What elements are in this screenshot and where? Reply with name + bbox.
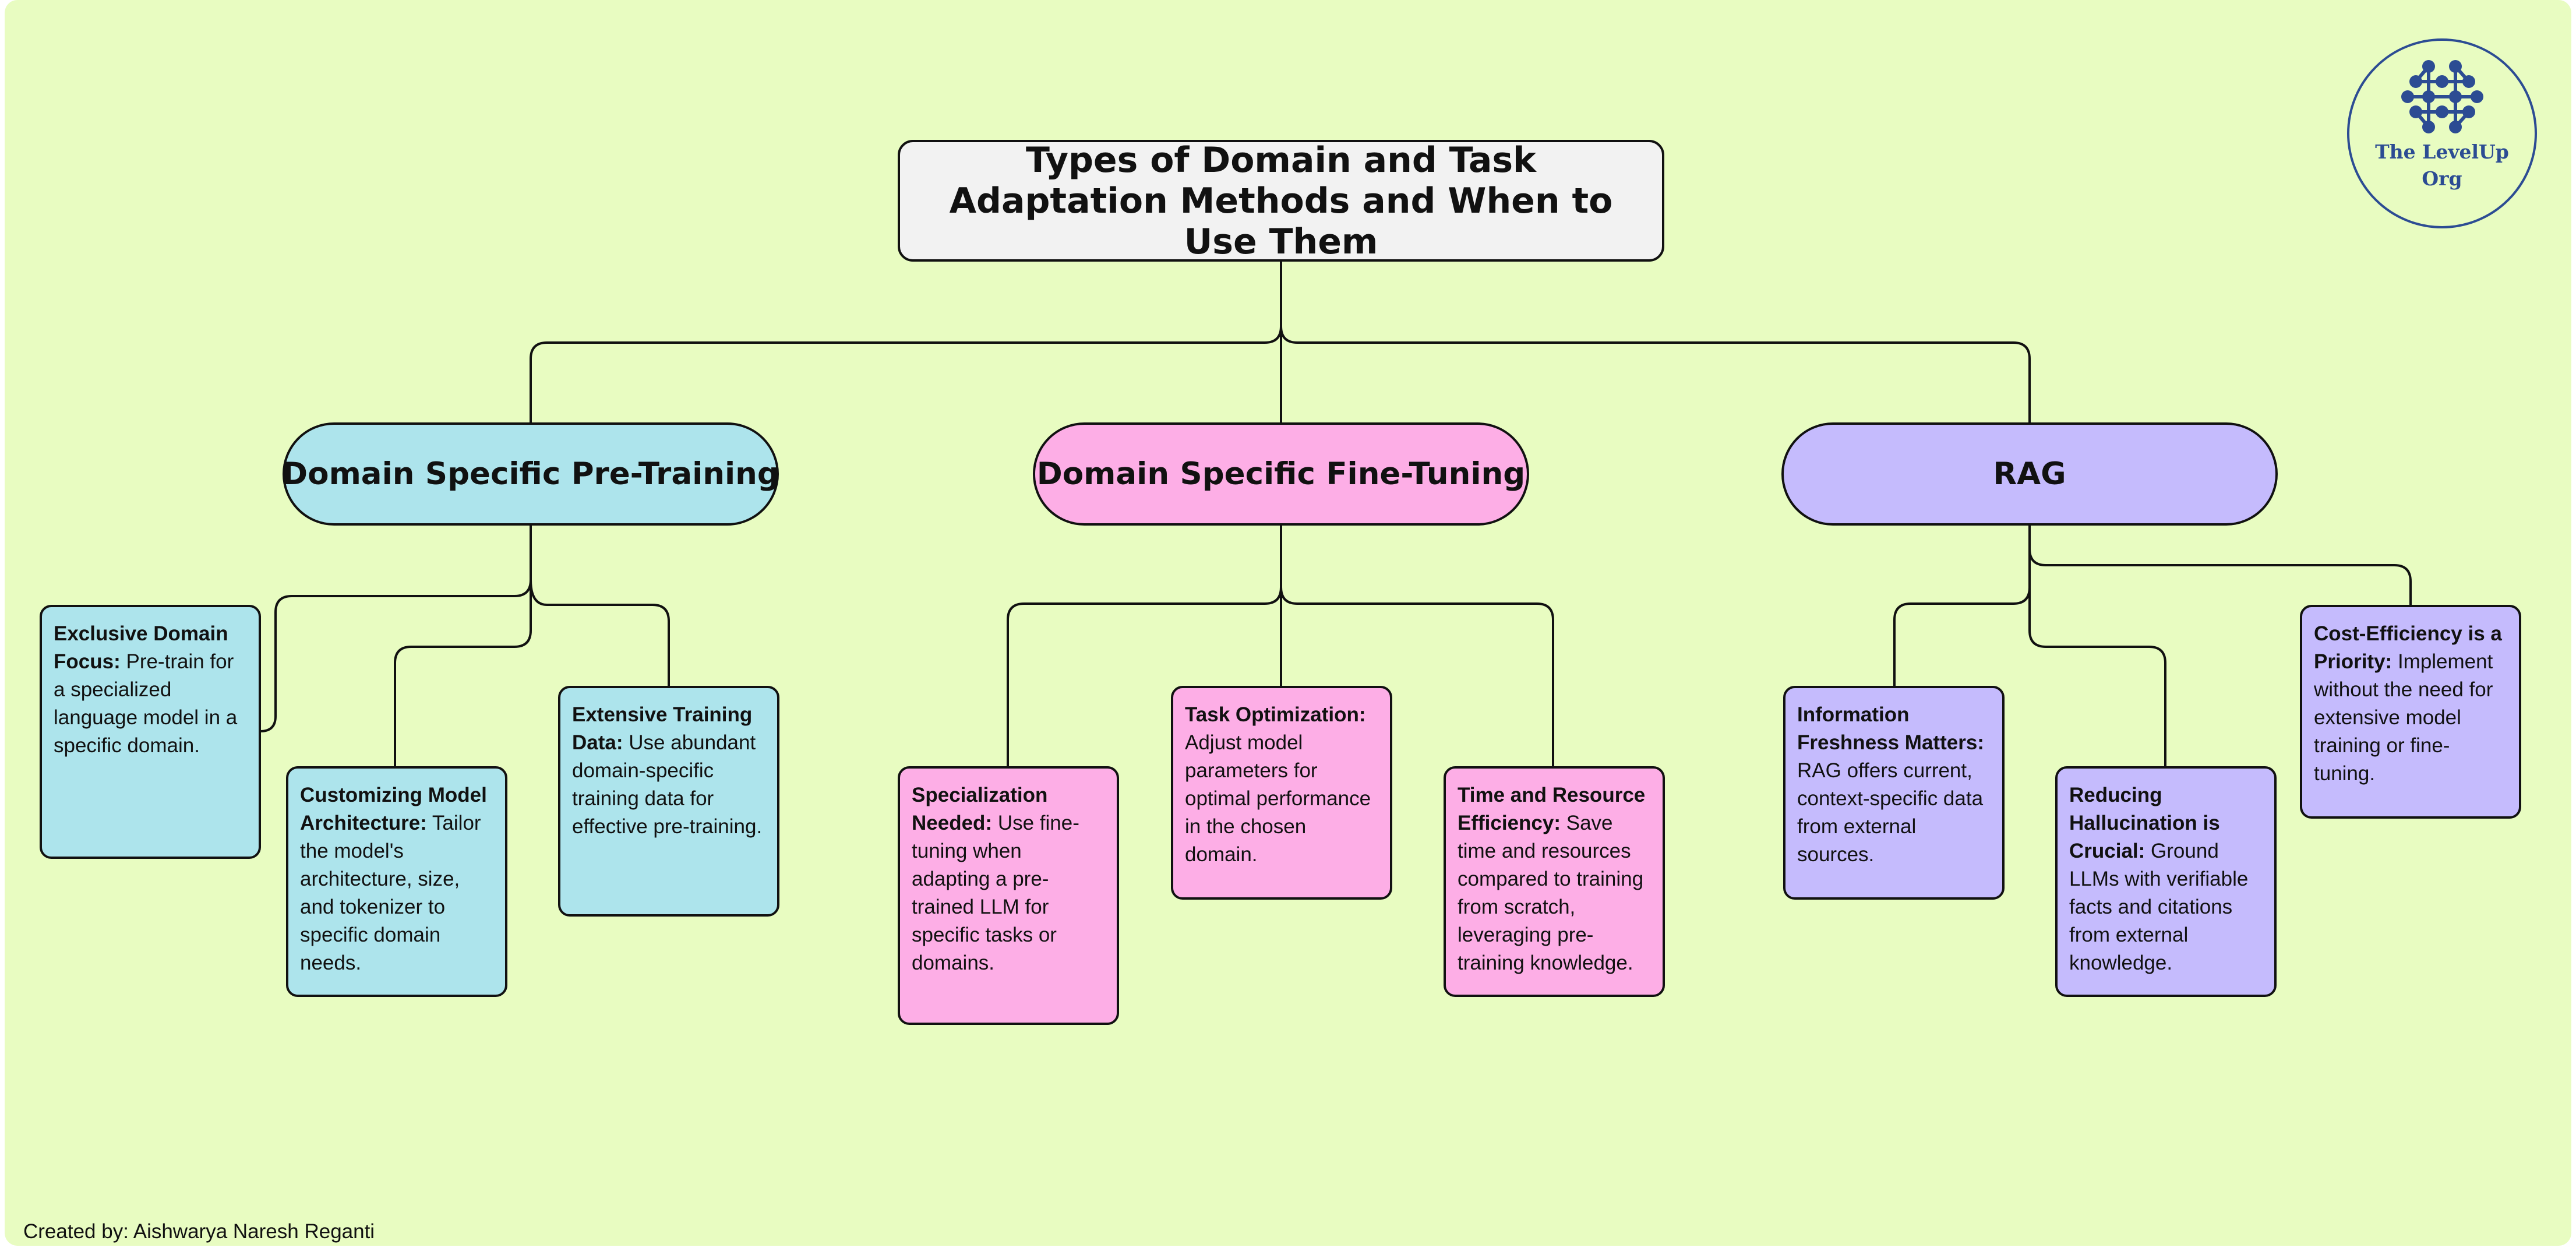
branch-rag: RAG <box>1781 422 2278 526</box>
card-cost-efficiency: Cost-Efficiency is a Priority: Implement… <box>2300 605 2521 819</box>
card-specialization-needed: Specialization Needed: Use fine-tuning w… <box>898 766 1119 1025</box>
card-information-freshness: Information Freshness Matters: RAG offer… <box>1783 686 2005 900</box>
card-reducing-hallucination: Reducing Hallucination is Crucial: Groun… <box>2055 766 2277 997</box>
card-heading: Time and Resource Efficiency: <box>1458 784 1646 834</box>
card-customizing-model-architecture: Customizing Model Architecture: Tailor t… <box>286 766 507 997</box>
card-heading: Cost-Efficiency is a Priority: <box>2314 622 2502 673</box>
diagram-title-box: Types of Domain and Task Adaptation Meth… <box>898 140 1664 262</box>
card-text: Adjust model parameters for optimal perf… <box>1185 731 1371 866</box>
card-heading: Reducing Hallucination is Crucial: <box>2069 784 2220 862</box>
logo-text: The LevelUp Org <box>2349 139 2535 192</box>
logo-line-2: Org <box>2422 167 2462 190</box>
branch-rag-label: RAG <box>1993 456 2066 492</box>
card-text: RAG offers current, context-specific dat… <box>1797 759 1984 866</box>
creator-credit: Created by: Aishwarya Naresh Reganti <box>23 1220 375 1243</box>
card-heading: Exclusive Domain Focus: <box>54 622 228 673</box>
card-time-resource-efficiency: Time and Resource Efficiency: Save time … <box>1444 766 1665 997</box>
branch-pretraining-label: Domain Specific Pre-Training <box>282 456 779 492</box>
card-exclusive-domain-focus: Exclusive Domain Focus: Pre-train for a … <box>40 605 261 859</box>
card-heading: Task Optimization: <box>1185 703 1366 726</box>
card-heading: Extensive Training Data: <box>572 703 753 754</box>
card-text: Save time and resources compared to trai… <box>1458 812 1644 974</box>
levelup-org-logo: The LevelUp Org <box>2347 38 2537 228</box>
card-text: Tailor the model's architecture, size, a… <box>300 812 481 974</box>
branch-pretraining: Domain Specific Pre-Training <box>282 422 779 526</box>
diagram-title: Types of Domain and Task Adaptation Meth… <box>949 139 1613 262</box>
card-task-optimization: Task Optimization: Adjust model paramete… <box>1171 686 1392 900</box>
card-extensive-training-data: Extensive Training Data: Use abundant do… <box>558 686 779 917</box>
card-text: Use fine-tuning when adapting a pre-trai… <box>912 812 1079 974</box>
logo-line-1: The LevelUp <box>2375 140 2509 163</box>
card-text: Ground LLMs with verifiable facts and ci… <box>2069 840 2249 974</box>
card-text: Use abundant domain-specific training da… <box>572 731 763 838</box>
card-heading: Customizing Model Architecture: <box>300 784 487 834</box>
card-text: Pre-train for a specialized language mod… <box>54 650 238 757</box>
card-heading: Specialization Needed: <box>912 784 1048 834</box>
network-dots-icon <box>2401 60 2483 133</box>
branch-finetuning: Domain Specific Fine-Tuning <box>1033 422 1529 526</box>
card-heading: Information Freshness Matters: <box>1797 703 1984 754</box>
card-text: Implement without the need for extensive… <box>2314 650 2493 785</box>
branch-finetuning-label: Domain Specific Fine-Tuning <box>1036 456 1526 492</box>
